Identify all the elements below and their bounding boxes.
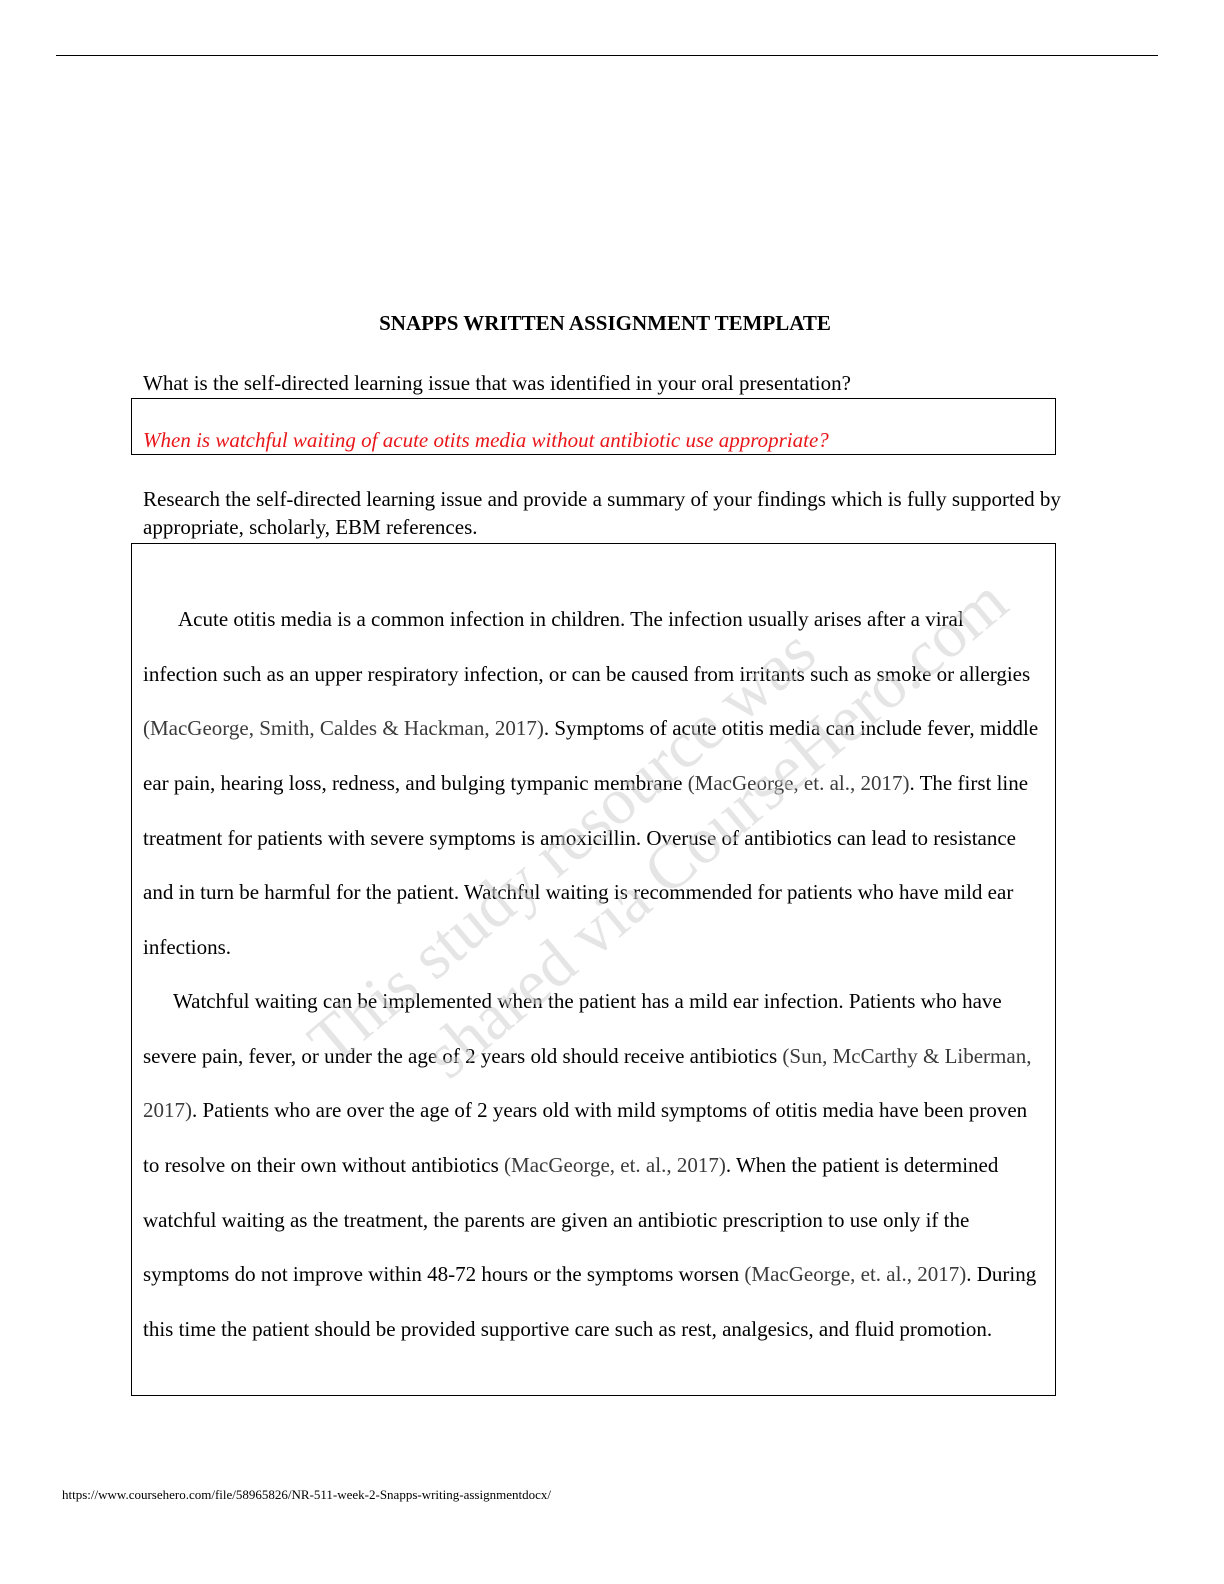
text-run: . Symptoms of acute otitis media can inc… xyxy=(143,716,1039,795)
page-title: SNAPPS WRITTEN ASSIGNMENT TEMPLATE xyxy=(379,311,831,335)
text-run: Acute otitis media is a common infection… xyxy=(143,607,1031,686)
text-run: Watchful waiting can be implemented when… xyxy=(143,989,1002,1068)
source-url[interactable]: https://www.coursehero.com/file/58965826… xyxy=(62,1487,551,1502)
text-run: . During this time the patient should be… xyxy=(143,1262,1037,1341)
citation: (MacGeorge, et. al., 2017) xyxy=(744,1262,967,1287)
answer-learning-issue: When is watchful waiting of acute otits … xyxy=(143,428,829,452)
top-rule xyxy=(56,55,1158,56)
citation: (MacGeorge, Smith, Caldes & Hackman, 201… xyxy=(143,716,544,741)
text-run: . Patients who are over the age of 2 yea… xyxy=(143,1098,1028,1177)
question-learning-issue: What is the self-directed learning issue… xyxy=(143,371,851,395)
citation: (MacGeorge, et. al., 2017) xyxy=(687,770,910,795)
answer-box-research-summary[interactable]: Acute otitis media is a common infection… xyxy=(131,543,1056,1396)
citation: (Sun, McCarthy & Liberman, 2017) xyxy=(143,1043,1032,1123)
question-research-summary: Research the self-directed learning issu… xyxy=(143,487,1061,539)
citation: (MacGeorge, et. al., 2017) xyxy=(504,1152,726,1177)
text-run: . When the patient is determined watchfu… xyxy=(143,1152,999,1287)
summary-paragraph-1: Acute otitis media is a common infection… xyxy=(143,592,1043,975)
summary-paragraph-2: Watchful waiting can be implemented when… xyxy=(143,974,1043,1357)
answer-box-learning-issue[interactable]: When is watchful waiting of acute otits … xyxy=(131,398,1056,455)
text-run: . The first line treatment for patients … xyxy=(143,770,1029,959)
